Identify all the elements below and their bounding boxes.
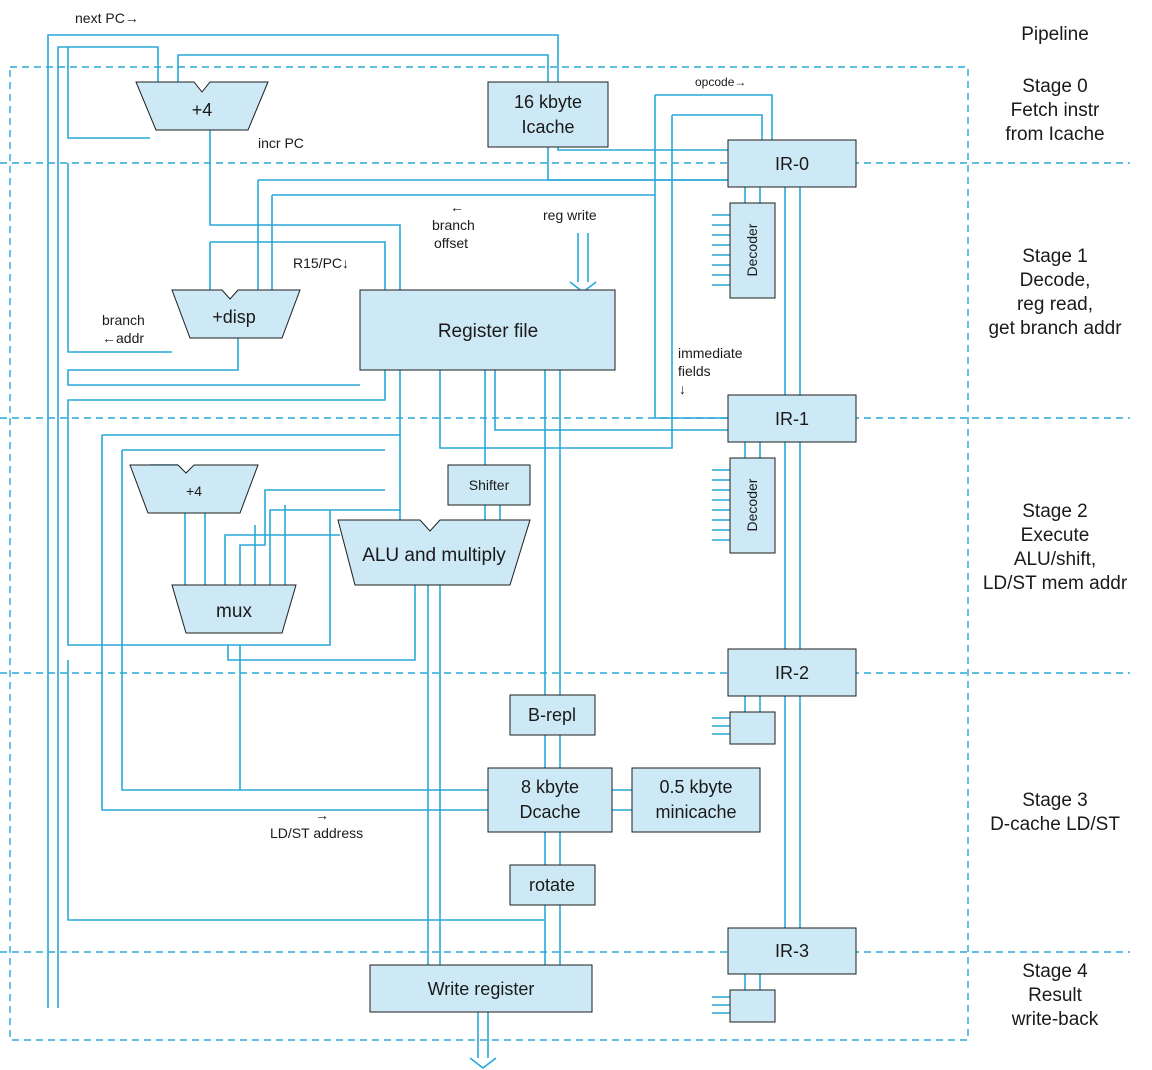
dcache-label-1: 8 kbyte [521, 777, 579, 797]
stage4-line2: Result [1028, 985, 1083, 1006]
icache-block: 16 kbyte Icache [487, 81, 609, 148]
stage0-line2: Fetch instr [1011, 100, 1100, 121]
stage2-line4: LD/ST mem addr [983, 573, 1128, 594]
incr-pc-label: incr PC [258, 135, 304, 151]
shifter-block: Shifter [447, 464, 531, 506]
plus-disp-adder: +disp [171, 289, 301, 339]
ir0-register: IR-0 [727, 139, 857, 188]
plus4-mid-adder: +4 [129, 464, 259, 514]
ir3-label: IR-3 [775, 941, 809, 961]
pipeline-title: Pipeline [1021, 24, 1089, 45]
stage4-line3: write-back [1011, 1009, 1099, 1030]
ldst-address-label: LD/ST address [270, 825, 363, 841]
branch-addr-label-1: branch [102, 312, 145, 328]
stage0-line1: Stage 0 [1022, 76, 1088, 97]
stage4-line1: Stage 4 [1022, 961, 1088, 982]
ir1-label: IR-1 [775, 409, 809, 429]
stage3-line2: D-cache LD/ST [990, 814, 1120, 835]
opcode-label: opcode→ [695, 75, 746, 89]
stage-boundaries [0, 66, 1130, 1041]
ir0-label: IR-0 [775, 154, 809, 174]
register-file-label: Register file [438, 321, 538, 342]
decoder-2: Decoder [729, 457, 776, 554]
immediate-label-2: fields [678, 363, 711, 379]
ir2-label: IR-2 [775, 663, 809, 683]
ir3-decoder-box [729, 989, 776, 1023]
branch-offset-label-2: offset [434, 235, 468, 251]
stage1-line3: reg read, [1017, 294, 1093, 315]
branch-offset-arrow: ← [450, 199, 464, 215]
reg-write-label: reg write [543, 207, 597, 223]
dcache-block: 8 kbyte Dcache [487, 767, 613, 833]
plus4-top-label: +4 [192, 100, 213, 120]
ldst-arrow: → [315, 807, 329, 823]
stage3-line1: Stage 3 [1022, 790, 1088, 811]
mux-block: mux [171, 584, 297, 634]
stage2-line1: Stage 2 [1022, 501, 1088, 522]
decoder-1: Decoder [729, 202, 776, 299]
mux-label: mux [216, 601, 252, 622]
alu-block: ALU and multiply [337, 519, 531, 586]
signal-labels: next PC→ opcode→ incr PC ← branch offset… [75, 10, 746, 841]
icache-label-1: 16 kbyte [514, 92, 582, 112]
immediate-label-1: immediate [678, 345, 743, 361]
plus4-mid-label: +4 [186, 483, 202, 499]
plus-disp-label: +disp [212, 307, 256, 327]
stage-labels: Pipeline Stage 0 Fetch instr from Icache… [983, 24, 1128, 1030]
ir2-register: IR-2 [727, 648, 857, 697]
shifter-label: Shifter [469, 477, 510, 493]
rotate-label: rotate [529, 875, 575, 895]
icache-label-2: Icache [521, 117, 574, 137]
stage2-line3: ALU/shift, [1014, 549, 1096, 570]
rotate-block: rotate [509, 864, 596, 906]
brepl-block: B-repl [509, 694, 596, 736]
write-register-label: Write register [428, 979, 535, 999]
stage1-line4: get branch addr [988, 318, 1122, 339]
stage1-line2: Decode, [1020, 270, 1091, 291]
stage0-line3: from Icache [1005, 124, 1104, 145]
ir2-decoder-box [729, 711, 776, 745]
ir3-register: IR-3 [727, 927, 857, 975]
ir1-register: IR-1 [727, 394, 857, 443]
immediate-label-3: ↓ [679, 381, 686, 397]
write-register-block: Write register [369, 964, 593, 1013]
minicache-label-2: minicache [655, 802, 736, 822]
alu-label: ALU and multiply [362, 545, 506, 566]
r15-pc-label: R15/PC↓ [293, 255, 349, 271]
next-pc-label: next PC→ [75, 10, 139, 26]
register-file-block: Register file [359, 289, 616, 371]
dcache-label-2: Dcache [519, 802, 580, 822]
decoder-1-label: Decoder [744, 223, 760, 276]
datapath-wires [47, 34, 801, 1070]
stage1-line1: Stage 1 [1022, 246, 1088, 267]
minicache-label-1: 0.5 kbyte [659, 777, 732, 797]
stage2-line2: Execute [1021, 525, 1090, 546]
branch-offset-label-1: branch [432, 217, 475, 233]
minicache-block: 0.5 kbyte minicache [631, 767, 761, 833]
plus4-top-adder: +4 [135, 81, 269, 131]
branch-addr-label-2: ←addr [102, 330, 144, 346]
brepl-label: B-repl [528, 705, 576, 725]
decoder-2-label: Decoder [744, 478, 760, 531]
